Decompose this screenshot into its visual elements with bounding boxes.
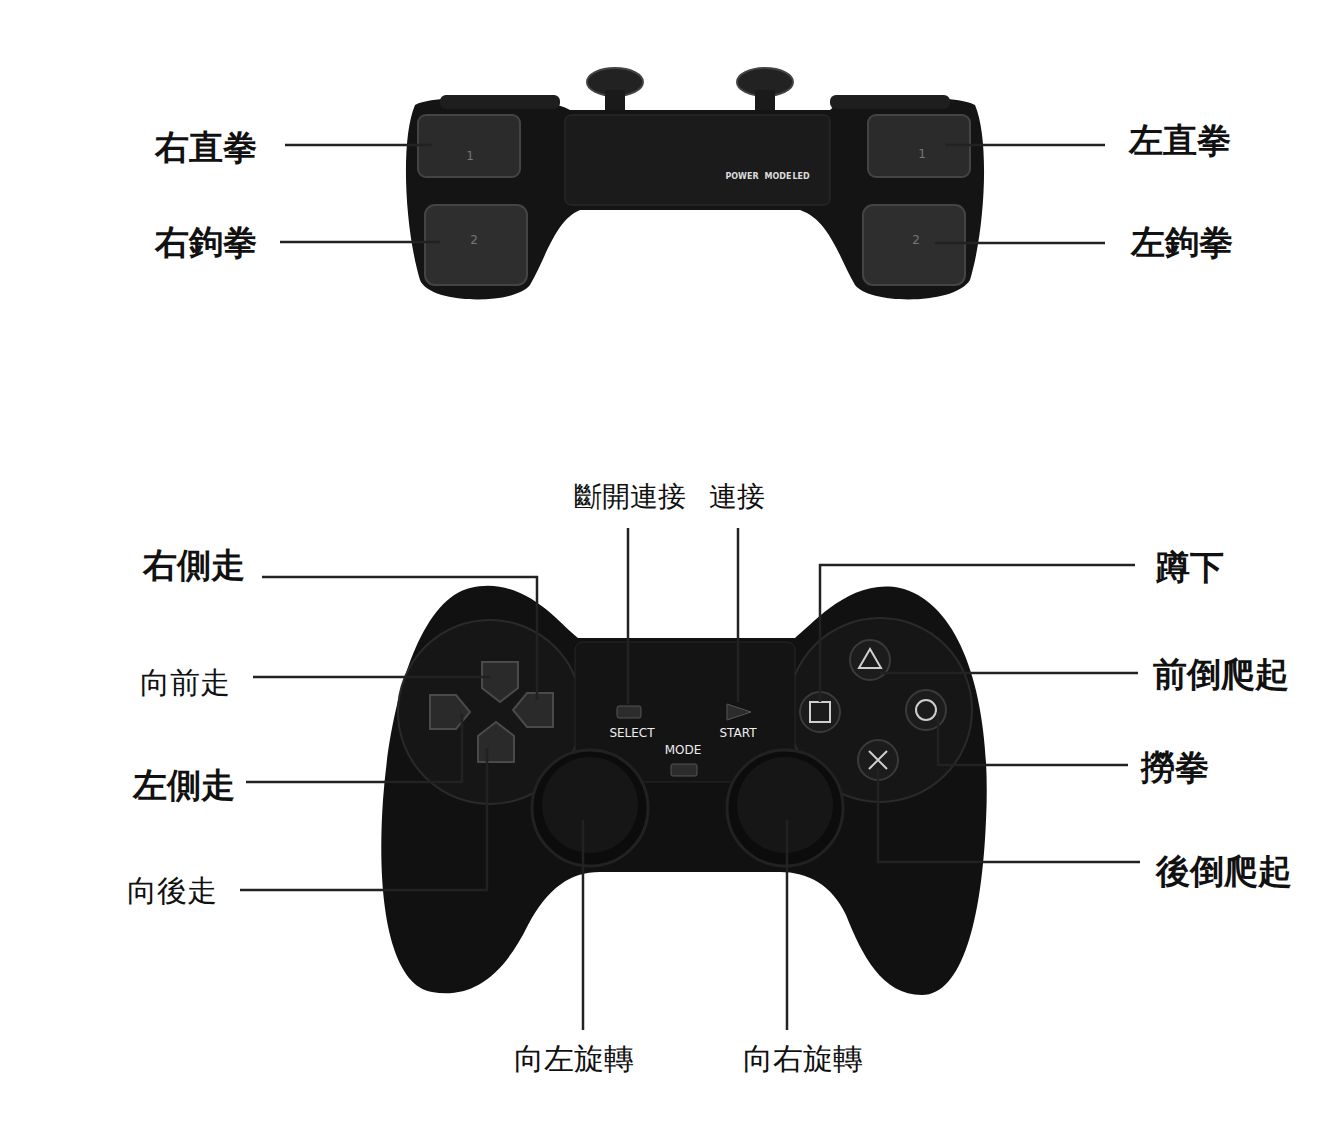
callout-label: MODE [665,744,702,757]
callout-label: 右直拳 [155,129,257,166]
callout-label: SELECT [609,727,654,740]
callout-label: 右側走 [143,547,245,584]
callout-label: 斷開連接 [574,482,686,513]
callout-label: START [719,727,756,740]
callout-label: POWER [725,173,758,182]
callout-label: 左直拳 [1129,122,1231,159]
callout-label: 2 [912,234,920,247]
callout-label: MODE [765,173,792,182]
callout-label: 前倒爬起 [1153,656,1289,693]
callout-label: 左鉤拳 [1131,224,1233,261]
leader-lines [240,528,1140,1030]
top-controller [406,68,984,299]
callout-label: 左側走 [133,767,235,804]
callout-label: 連接 [709,482,765,513]
callout-label: 1 [466,150,474,163]
leader-lines [280,145,1105,243]
callout-label: 後倒爬起 [1156,853,1292,890]
callout-label: 1 [918,148,926,161]
callout-label: 向後走 [127,874,217,907]
callout-label: 右鉤拳 [155,224,257,261]
callout-label: 蹲下 [1156,549,1224,586]
bottom-controller [381,586,986,995]
callout-label: 2 [470,234,478,247]
callout-label: 向左旋轉 [514,1042,634,1075]
callout-label: LED [792,173,809,182]
callout-label: 撈拳 [1141,749,1209,786]
callout-label: 向前走 [140,666,230,699]
callout-label: 向右旋轉 [743,1042,863,1075]
